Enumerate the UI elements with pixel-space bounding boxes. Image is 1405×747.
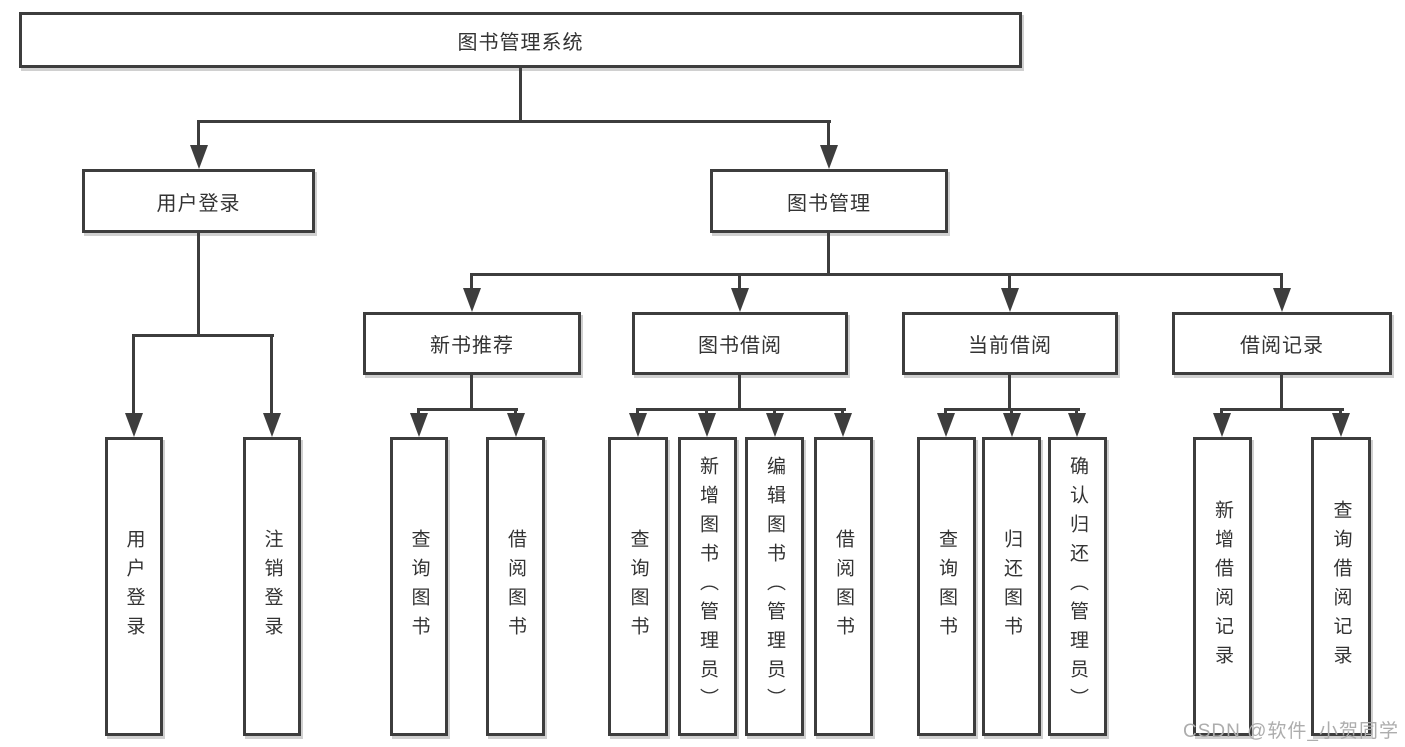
arrow-down-icon <box>1213 413 1231 437</box>
node-book-management: 图书管理 <box>710 169 948 233</box>
connector-stub <box>705 408 708 417</box>
leaf-label: 查询图书 <box>627 528 649 645</box>
node-query-books-borrowing: 查询图书 <box>608 437 668 736</box>
connector-split <box>470 273 1282 276</box>
connector-stub <box>470 273 473 293</box>
arrow-down-icon <box>263 413 281 437</box>
leaf-label: 注销登录 <box>261 528 283 645</box>
arrow-down-icon <box>766 413 784 437</box>
leaf-label: 确认归还（管理员） <box>1067 456 1088 717</box>
arrow-down-icon <box>1332 413 1350 437</box>
leaf-label: 借阅图书 <box>505 528 526 645</box>
leaf-label: 编辑图书（管理员） <box>764 456 785 717</box>
leaf-label: 查询图书 <box>408 528 430 645</box>
node-add-borrow-record: 新增借阅记录 <box>1193 437 1252 736</box>
connector-stub <box>944 408 947 417</box>
node-library-management-system: 图书管理系统 <box>19 12 1022 68</box>
arrow-down-icon <box>1068 413 1086 437</box>
connector-stub <box>514 408 517 417</box>
connector-stub <box>197 120 200 148</box>
arrow-down-icon <box>820 145 838 169</box>
connector-stub <box>773 408 776 417</box>
connector-stem <box>827 233 830 276</box>
connector-stub <box>270 334 273 418</box>
arrow-down-icon <box>125 413 143 437</box>
arrow-down-icon <box>937 413 955 437</box>
node-add-book-admin: 新增图书（管理员） <box>678 437 737 736</box>
connector-stem <box>1008 375 1011 411</box>
connector-stem <box>470 375 473 411</box>
node-query-books-current: 查询图书 <box>917 437 976 736</box>
connector-stub <box>417 408 420 417</box>
leaf-label: 新增图书（管理员） <box>697 456 718 717</box>
arrow-down-icon <box>834 413 852 437</box>
arrow-down-icon <box>463 288 481 312</box>
leaf-label: 借阅图书 <box>833 528 854 645</box>
connector-stub <box>1008 273 1011 293</box>
connector-stub <box>738 273 741 293</box>
node-borrow-books-recommend: 借阅图书 <box>486 437 545 736</box>
leaf-label: 新增借阅记录 <box>1212 499 1233 674</box>
watermark-text: CSDN @软件_小贺同学 <box>1183 721 1399 742</box>
node-borrowing-records: 借阅记录 <box>1172 312 1392 375</box>
connector-split <box>132 334 274 337</box>
node-current-borrowing: 当前借阅 <box>902 312 1118 375</box>
connector-stub <box>827 120 830 148</box>
connector-stub <box>1339 408 1342 417</box>
connector-stem <box>519 68 522 123</box>
connector-stub <box>1075 408 1078 417</box>
connector-stem <box>1280 375 1283 411</box>
node-query-borrow-record: 查询借阅记录 <box>1311 437 1371 736</box>
node-confirm-return-admin: 确认归还（管理员） <box>1048 437 1107 736</box>
node-return-books: 归还图书 <box>982 437 1041 736</box>
connector-stem <box>738 375 741 411</box>
arrow-down-icon <box>1273 288 1291 312</box>
leaf-label: 查询图书 <box>936 528 957 645</box>
leaf-label: 用户登录 <box>123 528 145 645</box>
connector-stub <box>132 334 135 418</box>
connector-split <box>197 120 831 123</box>
arrow-down-icon <box>731 288 749 312</box>
connector-stub <box>1220 408 1223 417</box>
node-logout: 注销登录 <box>243 437 301 736</box>
arrow-down-icon <box>190 145 208 169</box>
arrow-down-icon <box>1003 413 1021 437</box>
connector-split <box>1220 408 1344 411</box>
leaf-label: 归还图书 <box>1001 528 1022 645</box>
node-user-login: 用户登录 <box>82 169 315 233</box>
arrow-down-icon <box>629 413 647 437</box>
arrow-down-icon <box>698 413 716 437</box>
leaf-label: 查询借阅记录 <box>1330 499 1352 674</box>
node-edit-book-admin: 编辑图书（管理员） <box>745 437 804 736</box>
connector-split <box>417 408 518 411</box>
arrow-down-icon <box>1001 288 1019 312</box>
node-query-books-recommend: 查询图书 <box>390 437 448 736</box>
connector-stub <box>841 408 844 417</box>
connector-split <box>636 408 846 411</box>
connector-stem <box>197 233 200 337</box>
node-borrow-books-borrowing: 借阅图书 <box>814 437 873 736</box>
connector-stub <box>1010 408 1013 417</box>
arrow-down-icon <box>507 413 525 437</box>
arrow-down-icon <box>410 413 428 437</box>
node-new-book-recommendation: 新书推荐 <box>363 312 581 375</box>
connector-stub <box>1280 273 1283 293</box>
node-user-login-leaf: 用户登录 <box>105 437 163 736</box>
node-book-borrowing: 图书借阅 <box>632 312 848 375</box>
connector-stub <box>636 408 639 417</box>
